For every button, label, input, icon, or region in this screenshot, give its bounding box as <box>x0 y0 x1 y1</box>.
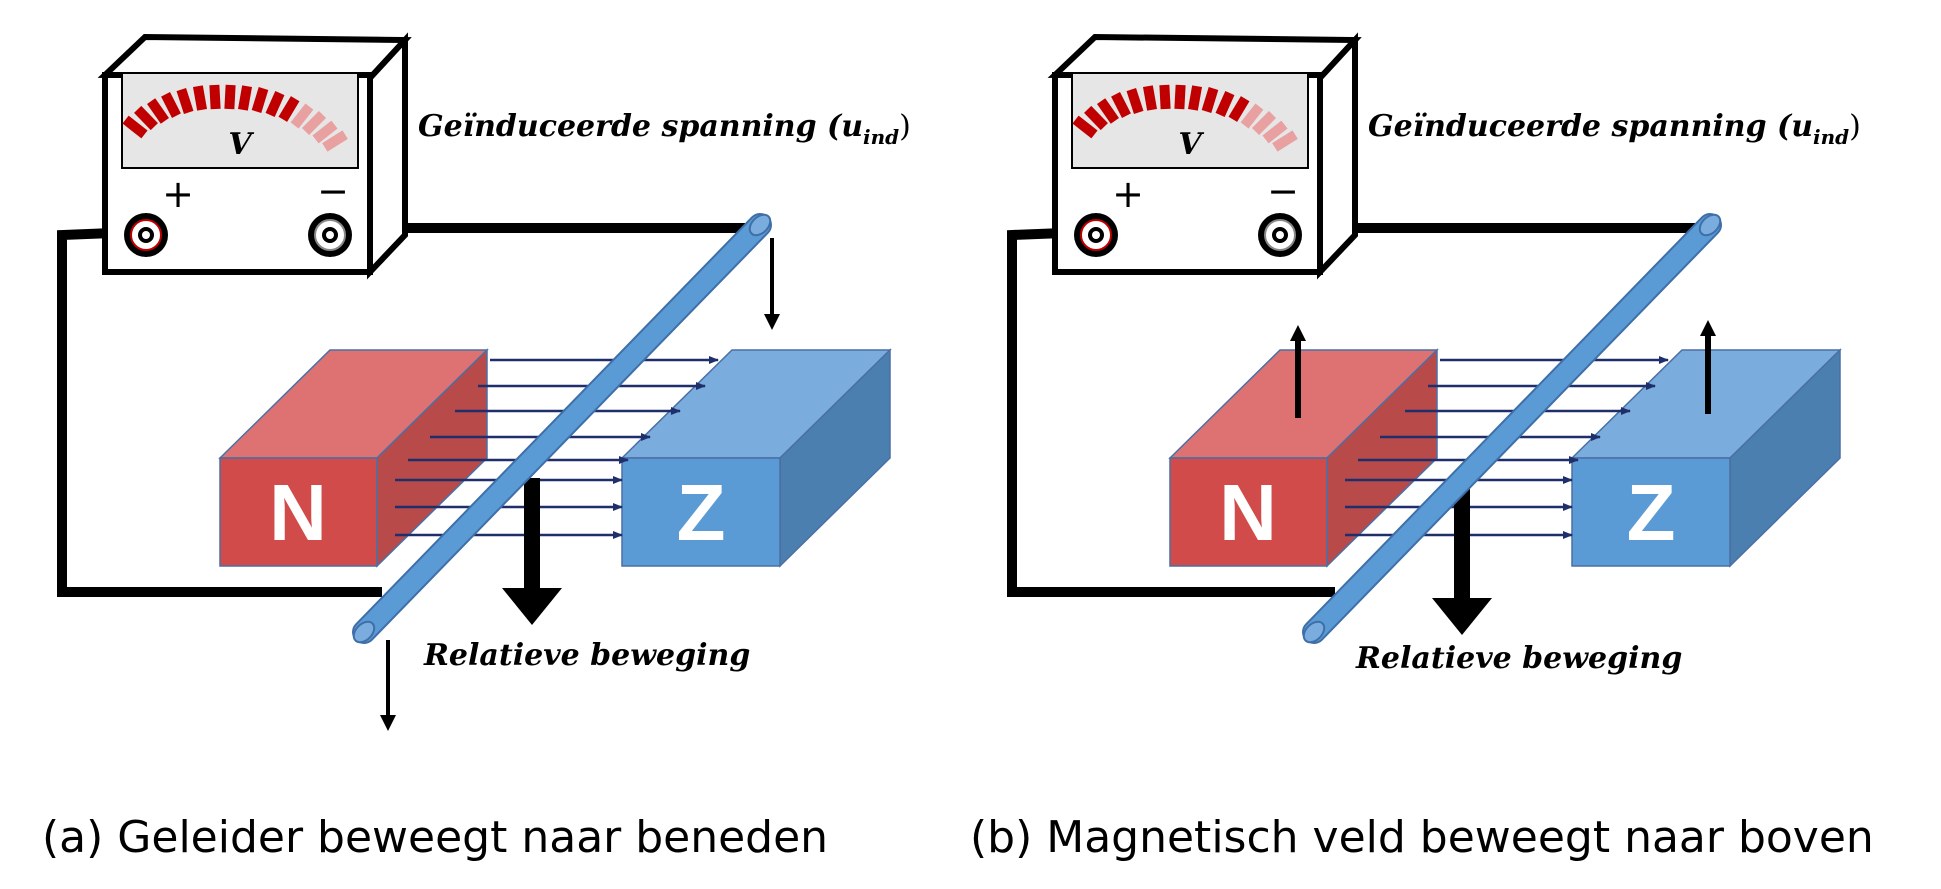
induced-voltage-label: Geïnduceerde spanning (uind) <box>1368 109 1861 149</box>
conductor-rod <box>352 213 772 644</box>
meter-scale <box>1072 84 1298 152</box>
motion-label: Relatieve beweging <box>1355 641 1682 676</box>
motion-label: Relatieve beweging <box>423 638 750 673</box>
north-pole-label: N <box>269 468 327 557</box>
voltmeter-icon: V + − <box>97 32 412 280</box>
meter-scale <box>122 84 348 152</box>
induced-voltage-label: Geïnduceerde spanning (uind) <box>418 109 911 149</box>
south-magnet: Z <box>620 348 892 568</box>
plus-terminal-icon <box>1074 213 1118 257</box>
plus-terminal-label: + <box>1112 172 1144 216</box>
panel-b: V + − Geïnduceerde spanning (uind) N <box>970 32 1874 863</box>
meter-unit-label: V <box>1178 127 1204 162</box>
plus-terminal-icon <box>124 213 168 257</box>
north-pole-label: N <box>1219 468 1277 557</box>
caption-b: (b) Magnetisch veld beweegt naar boven <box>970 812 1874 863</box>
meter-unit-label: V <box>228 127 254 162</box>
down-arrow-icon <box>1432 478 1492 635</box>
caption-a: (a) Geleider beweegt naar beneden <box>42 812 828 863</box>
north-magnet: N <box>218 348 489 568</box>
north-magnet: N <box>1168 348 1439 568</box>
voltmeter-icon: V + − <box>1047 32 1362 280</box>
minus-terminal-label: − <box>317 169 349 213</box>
south-pole-label: Z <box>677 468 726 557</box>
south-pole-label: Z <box>1627 468 1676 557</box>
conductor-rod <box>1302 213 1722 644</box>
panel-a: V + − Geïnduceerde spanning (uind) <box>42 32 911 863</box>
down-arrow-icon <box>502 478 562 625</box>
minus-terminal-label: − <box>1267 169 1299 213</box>
minus-terminal-icon <box>308 213 352 257</box>
plus-terminal-label: + <box>162 172 194 216</box>
minus-terminal-icon <box>1258 213 1302 257</box>
